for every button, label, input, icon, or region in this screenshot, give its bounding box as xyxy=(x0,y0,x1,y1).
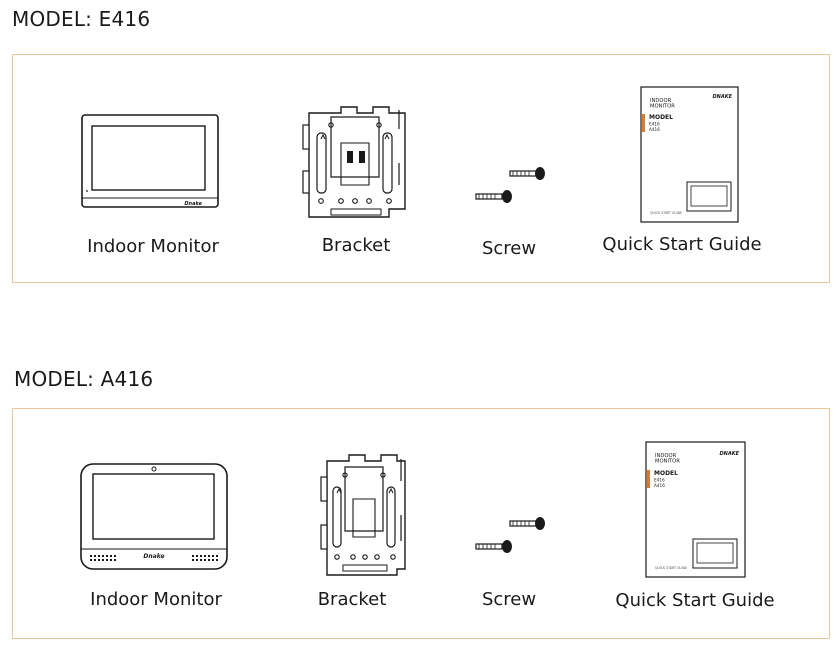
guide-model-label: MODEL xyxy=(654,470,678,477)
guide-brand: DNAKE xyxy=(713,94,733,100)
contents-box-a416: Dnake Indoor Monitor Bracket xyxy=(12,408,830,639)
guide-model-2: A416 xyxy=(654,483,665,488)
quick-start-guide-icon: INDOOR MONITOR DNAKE MODEL E416 A416 QUI… xyxy=(640,86,739,223)
model-a416-title: MODEL: A416 xyxy=(14,367,154,391)
guide-heading-line1: INDOOR xyxy=(650,98,672,104)
guide-heading-line1: INDOOR xyxy=(655,453,677,459)
guide-brand: DNAKE xyxy=(720,451,740,457)
guide-footer: QUICK START GUIDE xyxy=(650,211,682,215)
guide-heading-line2: MONITOR xyxy=(650,104,675,110)
caption-indoor-monitor: Indoor Monitor xyxy=(90,589,222,610)
caption-quick-start-guide: Quick Start Guide xyxy=(602,234,762,255)
indoor-monitor-icon: Dnake xyxy=(81,114,219,208)
caption-screw: Screw xyxy=(481,589,537,610)
screw-icon xyxy=(475,517,545,553)
guide-model-1: E416 xyxy=(654,478,665,483)
screw-icon xyxy=(475,167,545,203)
guide-model-1: E416 xyxy=(649,122,660,127)
guide-heading-line2: MONITOR xyxy=(655,459,680,465)
caption-quick-start-guide: Quick Start Guide xyxy=(615,590,775,611)
monitor-logo: Dnake xyxy=(184,201,202,207)
caption-screw: Screw xyxy=(481,238,537,259)
guide-model-2: A416 xyxy=(649,127,660,132)
model-e416-title: MODEL: E416 xyxy=(12,7,151,31)
guide-footer: QUICK START GUIDE xyxy=(655,566,687,570)
guide-model-label: MODEL xyxy=(649,114,673,121)
caption-bracket: Bracket xyxy=(317,589,387,610)
indoor-monitor-icon: Dnake xyxy=(80,463,228,570)
bracket-icon xyxy=(320,454,406,576)
caption-bracket: Bracket xyxy=(321,235,391,256)
bracket-icon xyxy=(302,106,406,218)
monitor-logo: Dnake xyxy=(143,553,164,560)
quick-start-guide-icon: INDOOR MONITOR DNAKE MODEL E416 A416 QUI… xyxy=(645,441,746,578)
caption-indoor-monitor: Indoor Monitor xyxy=(87,236,219,257)
contents-box-e416: Dnake Indoor Monitor Bracket xyxy=(12,54,830,283)
